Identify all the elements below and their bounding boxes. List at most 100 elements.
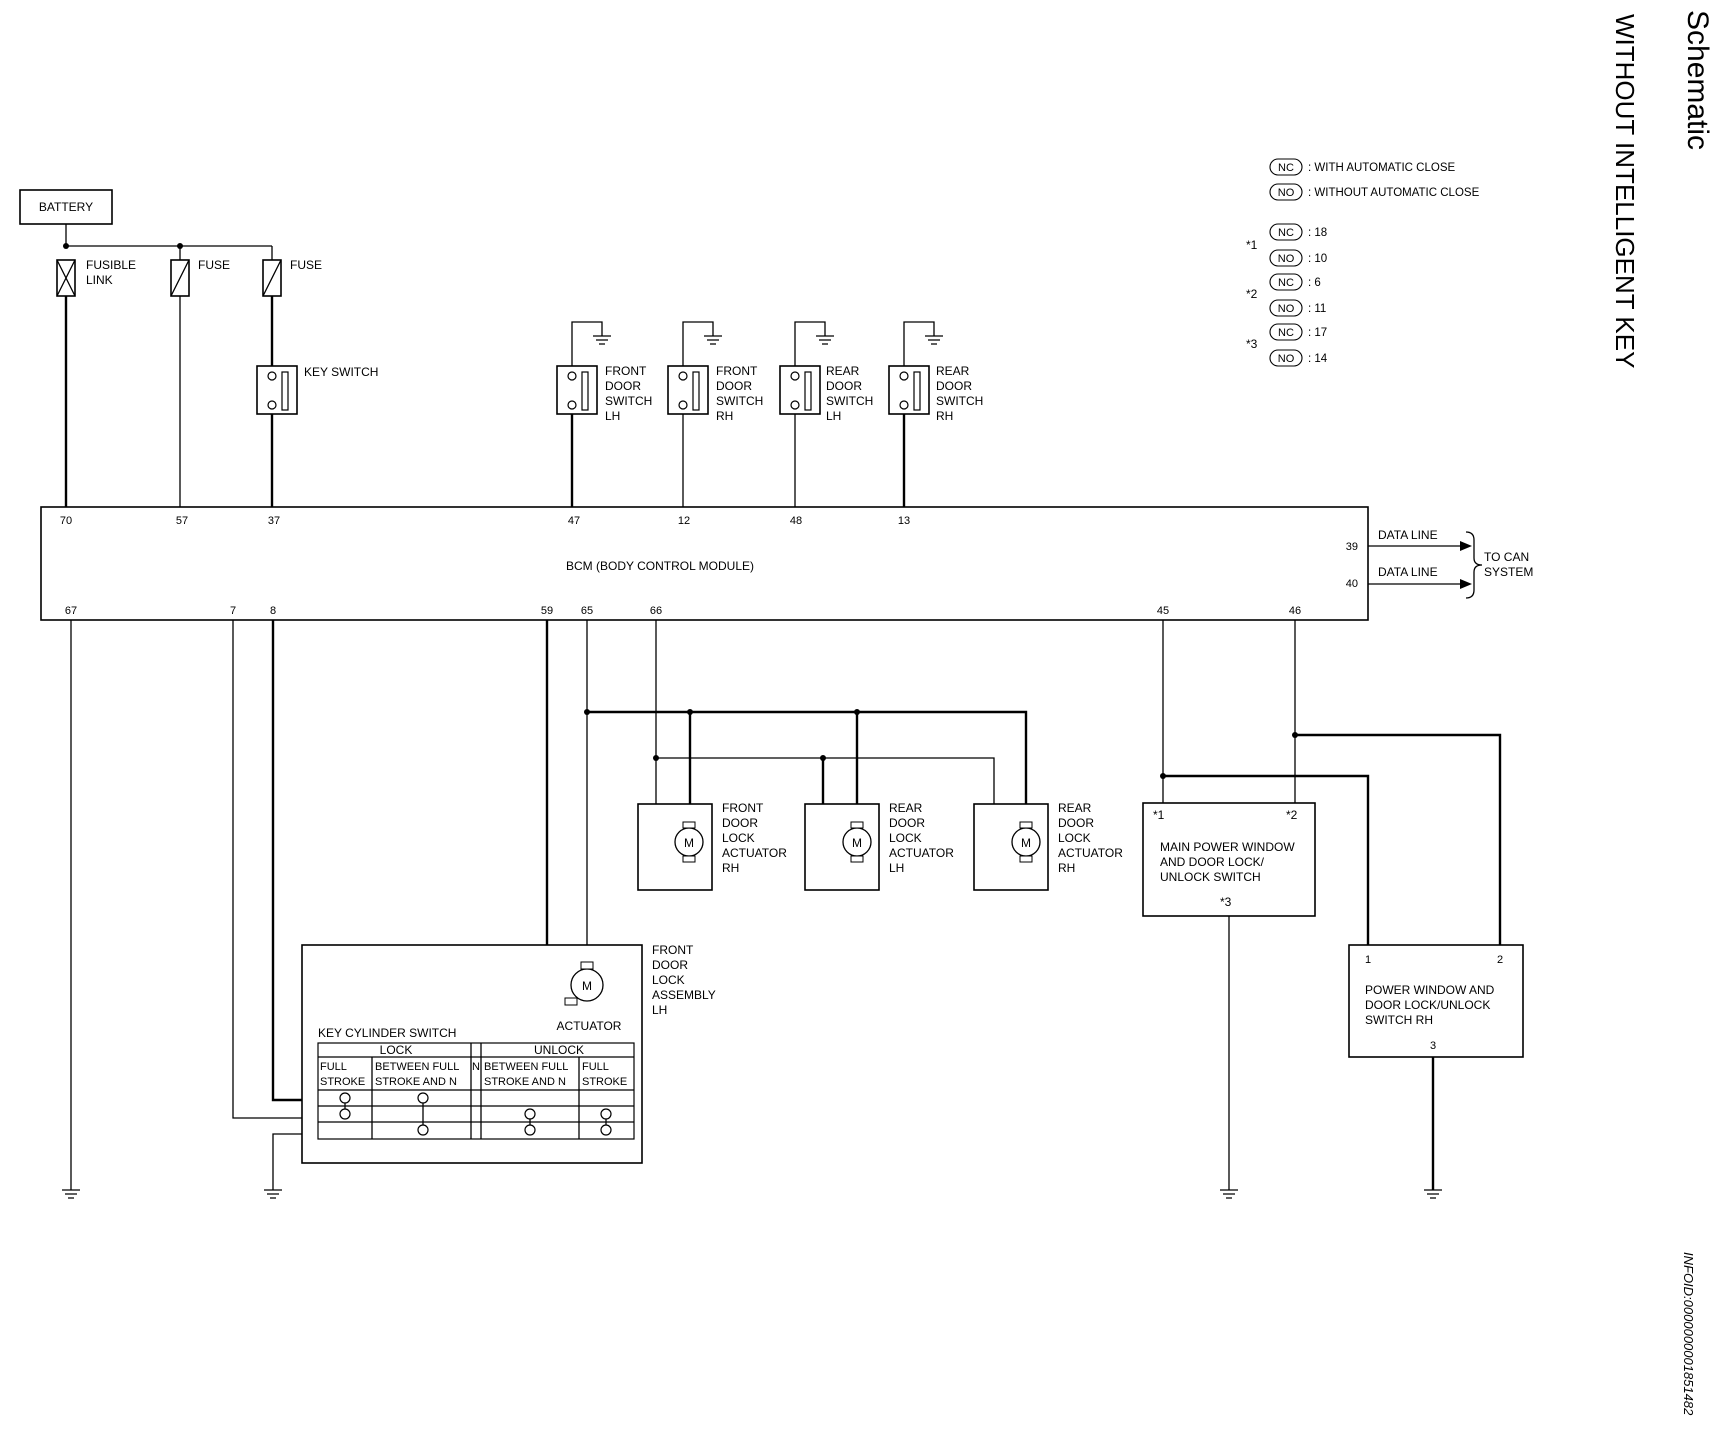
motor-symbol-4: M: [582, 979, 592, 993]
actuator-rear-rh-l3: LOCK: [1058, 831, 1091, 845]
lock-assembly-label-2: DOOR: [652, 958, 688, 972]
actuator-rear-lh-l3: LOCK: [889, 831, 922, 845]
page-title: Schematic: [1681, 10, 1714, 150]
door-switch-front-rh-l4: RH: [716, 409, 733, 423]
actuator-front-rh-l1: FRONT: [722, 801, 764, 815]
pw-rh-label-3: SWITCH RH: [1365, 1013, 1433, 1027]
note-1-nc-badge: NC: [1278, 227, 1294, 239]
pw-rh-label-1: POWER WINDOW AND: [1365, 983, 1495, 997]
to-can-system-2: SYSTEM: [1484, 565, 1533, 579]
bcm-pin-57: 57: [176, 515, 188, 527]
door-switch-rear-rh-l4: RH: [936, 409, 953, 423]
actuator-rear-lh: M REAR DOOR LOCK ACTUATOR LH: [804, 801, 954, 891]
bcm-pin-59: 59: [541, 605, 553, 617]
bcm: BCM (BODY CONTROL MODULE) 70 57 37 47 12…: [40, 506, 1533, 621]
key-cylinder-table: LOCK UNLOCK N FULL STROKE BETWEEN FULL S…: [317, 1042, 635, 1140]
info-id: INFOID:0000000001851482: [1681, 1252, 1696, 1416]
pw-rh-pin-2: 2: [1497, 954, 1503, 966]
door-switch-rear-lh: REAR DOOR SWITCH LH: [779, 321, 873, 507]
note-1-no-badge: NO: [1278, 253, 1295, 265]
kc-full-stroke-unlock: FULL: [582, 1061, 609, 1073]
note-3-no-badge: NO: [1278, 353, 1295, 365]
door-lock-actuators: M FRONT DOOR LOCK ACTUATOR RH M REAR DOO…: [637, 801, 1123, 891]
legend: NC : WITH AUTOMATIC CLOSE NO : WITHOUT A…: [1246, 158, 1480, 367]
note-2-no-badge: NO: [1278, 303, 1295, 315]
note-2-no: : 11: [1308, 303, 1326, 315]
actuator-rear-rh-l4: ACTUATOR: [1058, 846, 1123, 860]
bcm-pin-46: 46: [1289, 605, 1301, 617]
main-pw-label-3: UNLOCK SWITCH: [1160, 870, 1261, 884]
door-switches: FRONT DOOR SWITCH LH FRONT DOOR SWITCH R…: [556, 321, 983, 507]
power-supply: BATTERY FUSIBLE LINK FUSE FUSE KEY SWITC…: [19, 189, 378, 507]
pw-rh-pin-3: 3: [1430, 1040, 1436, 1052]
data-line-1: DATA LINE: [1378, 528, 1438, 542]
actuator-rear-lh-l4: ACTUATOR: [889, 846, 954, 860]
door-switch-front-lh-l4: LH: [605, 409, 620, 423]
kc-full-stroke-unlock-2: STROKE: [582, 1076, 627, 1088]
page-subtitle: WITHOUT INTELLIGENT KEY: [1610, 14, 1640, 368]
note-1-mark: *1: [1246, 238, 1258, 252]
lock-assembly-label-1: FRONT: [652, 943, 694, 957]
door-switch-front-rh-l2: DOOR: [716, 379, 752, 393]
lock-assembly-label-4: ASSEMBLY: [652, 988, 716, 1002]
actuator-rear-lh-l5: LH: [889, 861, 904, 875]
note-2-mark: *2: [1246, 287, 1258, 301]
key-switch: [256, 365, 298, 415]
door-switch-rear-rh-l2: DOOR: [936, 379, 972, 393]
door-switch-rear-rh-l3: SWITCH: [936, 394, 983, 408]
pw-rh-pin-1: 1: [1365, 954, 1371, 966]
actuator-front-rh: M FRONT DOOR LOCK ACTUATOR RH: [637, 801, 787, 891]
kc-between-lock: BETWEEN FULL: [375, 1061, 459, 1073]
note-2-nc-badge: NC: [1278, 277, 1294, 289]
data-line-2: DATA LINE: [1378, 565, 1438, 579]
bcm-pin-48: 48: [790, 515, 802, 527]
door-switch-rear-rh: REAR DOOR SWITCH RH: [888, 321, 983, 507]
actuator-rear-rh: M REAR DOOR LOCK ACTUATOR RH: [973, 801, 1123, 891]
actuator-front-rh-l5: RH: [722, 861, 739, 875]
battery-label: BATTERY: [39, 200, 93, 214]
main-pw-mark-1: *1: [1153, 808, 1165, 822]
note-2-nc: : 6: [1308, 277, 1321, 289]
actuator-rear-rh-l1: REAR: [1058, 801, 1092, 815]
actuator-front-rh-l3: LOCK: [722, 831, 755, 845]
bcm-pin-7: 7: [230, 605, 236, 617]
lock-actuator-label: ACTUATOR: [557, 1019, 622, 1033]
kc-between-lock-2: STROKE AND N: [375, 1076, 457, 1088]
bcm-pin-66: 66: [650, 605, 662, 617]
lock-assembly-label-3: LOCK: [652, 973, 685, 987]
fuse-2-label: FUSE: [290, 258, 322, 272]
legend-nc-badge: NC: [1278, 162, 1294, 174]
door-switch-rear-lh-l2: DOOR: [826, 379, 862, 393]
legend-no-text: : WITHOUT AUTOMATIC CLOSE: [1308, 187, 1480, 199]
door-switch-front-rh: FRONT DOOR SWITCH RH: [667, 321, 763, 507]
bcm-pin-67: 67: [65, 605, 77, 617]
bcm-pin-40: 40: [1346, 578, 1358, 590]
bcm-pin-70: 70: [60, 515, 72, 527]
bcm-pin-65: 65: [581, 605, 593, 617]
actuator-front-rh-l2: DOOR: [722, 816, 758, 830]
key-switch-label: KEY SWITCH: [304, 365, 378, 379]
note-1-no: : 10: [1308, 253, 1327, 265]
main-pw-mark-3: *3: [1220, 895, 1232, 909]
note-3-nc-badge: NC: [1278, 327, 1294, 339]
door-switch-front-lh-l2: DOOR: [605, 379, 641, 393]
bcm-pin-8: 8: [270, 605, 276, 617]
kc-unlock-header: UNLOCK: [534, 1043, 584, 1057]
fuse-1-label: FUSE: [198, 258, 230, 272]
bcm-pin-45: 45: [1157, 605, 1169, 617]
kc-full-stroke-lock: FULL: [320, 1061, 347, 1073]
bcm-label: BCM (BODY CONTROL MODULE): [566, 559, 754, 573]
door-switch-rear-lh-l4: LH: [826, 409, 841, 423]
actuator-rear-rh-l5: RH: [1058, 861, 1075, 875]
bcm-pin-47: 47: [568, 515, 580, 527]
door-switch-front-lh-l1: FRONT: [605, 364, 647, 378]
main-pw-label-2: AND DOOR LOCK/: [1160, 855, 1265, 869]
note-3-no: : 14: [1308, 353, 1328, 365]
actuator-rear-lh-l1: REAR: [889, 801, 923, 815]
kc-lock-header: LOCK: [380, 1043, 413, 1057]
legend-no-badge: NO: [1278, 187, 1295, 199]
fusible-link-label: FUSIBLE: [86, 258, 136, 272]
key-cylinder-switch-label: KEY CYLINDER SWITCH: [318, 1026, 456, 1040]
power-window-switch-rh: 1 2 POWER WINDOW AND DOOR LOCK/UNLOCK SW…: [1348, 944, 1524, 1058]
